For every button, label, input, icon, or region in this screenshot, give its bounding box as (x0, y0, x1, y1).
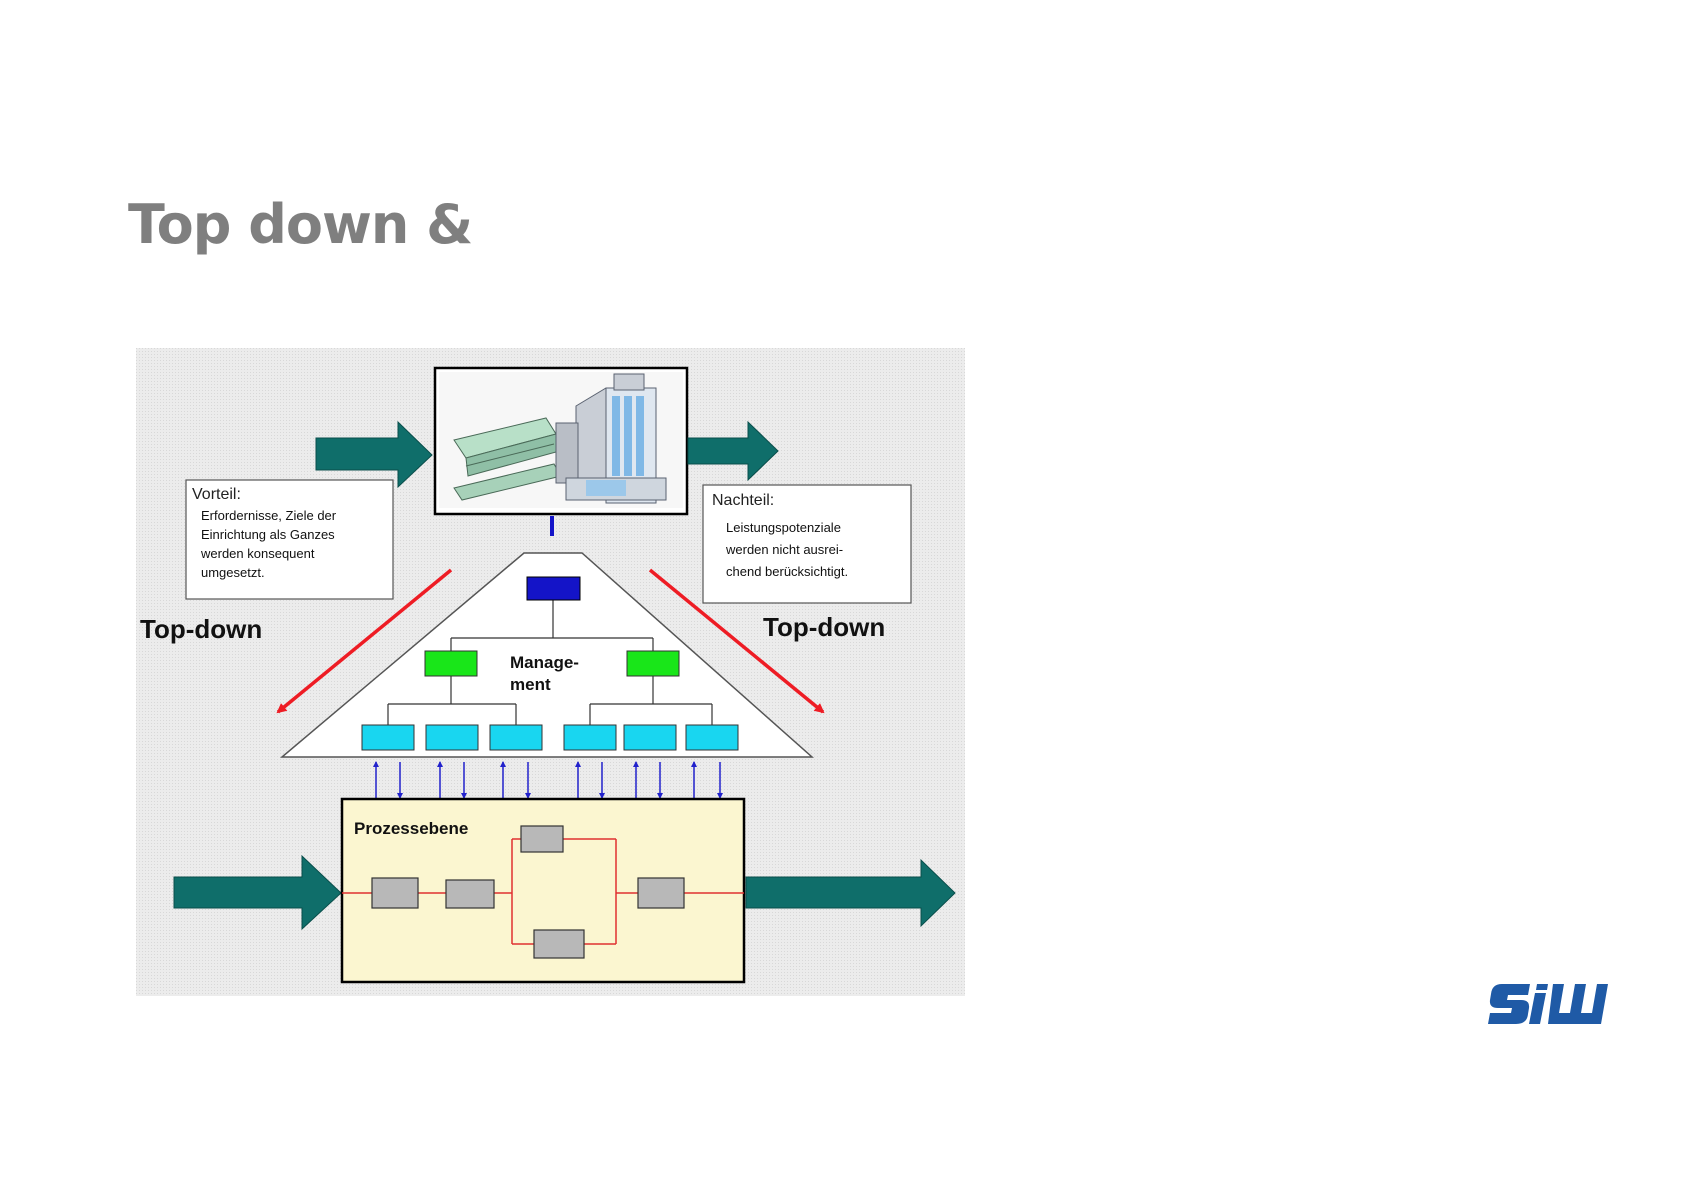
input-arrow-top (315, 420, 433, 489)
vorteil-line-1: Erfordernisse, Ziele der (201, 508, 337, 523)
top-down-label-left: Top-down (140, 614, 262, 644)
nachteil-line-2: werden nicht ausrei- (725, 542, 843, 557)
siw-logo (1488, 984, 1608, 1024)
middle-management-box (626, 650, 680, 677)
vorteil-line-4: umgesetzt. (201, 565, 265, 580)
process-step (533, 929, 585, 959)
process-step (637, 877, 685, 909)
staff-boxes (361, 724, 739, 751)
vorteil-line-2: Einrichtung als Ganzes (201, 527, 335, 542)
slide-title: Top down & (128, 193, 473, 256)
nachteil-line-1: Leistungspotenziale (726, 520, 841, 535)
hierarchy-lines (387, 600, 713, 725)
staff-box (563, 724, 617, 751)
management-label-line-1: Manage- (510, 653, 579, 672)
vorteil-line-3: werden konsequent (200, 546, 315, 561)
vorteil-box: Vorteil: Erfordernisse, Ziele der Einric… (185, 479, 394, 600)
feedback-arrows (373, 761, 723, 799)
nachteil-line-3: chend berücksichtigt. (726, 564, 848, 579)
red-arrow-left (276, 568, 453, 714)
input-arrow-bottom (173, 854, 342, 931)
process-flow-lines (342, 838, 744, 945)
nachteil-heading: Nachteil: (712, 492, 774, 509)
process-level-label: Prozessebene (354, 819, 468, 838)
process-step (520, 825, 564, 853)
middle-management-box (424, 650, 478, 677)
output-arrow-top (687, 420, 779, 482)
management-pyramid (279, 552, 814, 758)
staff-box (685, 724, 739, 751)
process-step (445, 879, 495, 909)
building-image (433, 366, 689, 516)
top-management-box (526, 576, 581, 601)
staff-box (361, 724, 415, 751)
process-steps (371, 825, 685, 959)
vorteil-heading: Vorteil: (192, 486, 241, 503)
connector (550, 516, 554, 536)
process-step (371, 877, 419, 909)
red-arrow-right (648, 568, 825, 714)
staff-box (623, 724, 677, 751)
management-label-line-2: ment (510, 675, 551, 694)
staff-box (425, 724, 479, 751)
process-diagram: Vorteil: Erfordernisse, Ziele der Einric… (136, 348, 965, 996)
nachteil-box: Nachteil: Leistungspotenziale werden nic… (702, 484, 912, 604)
top-down-label-right: Top-down (763, 612, 885, 642)
staff-box (489, 724, 543, 751)
output-arrow-bottom (745, 858, 956, 928)
